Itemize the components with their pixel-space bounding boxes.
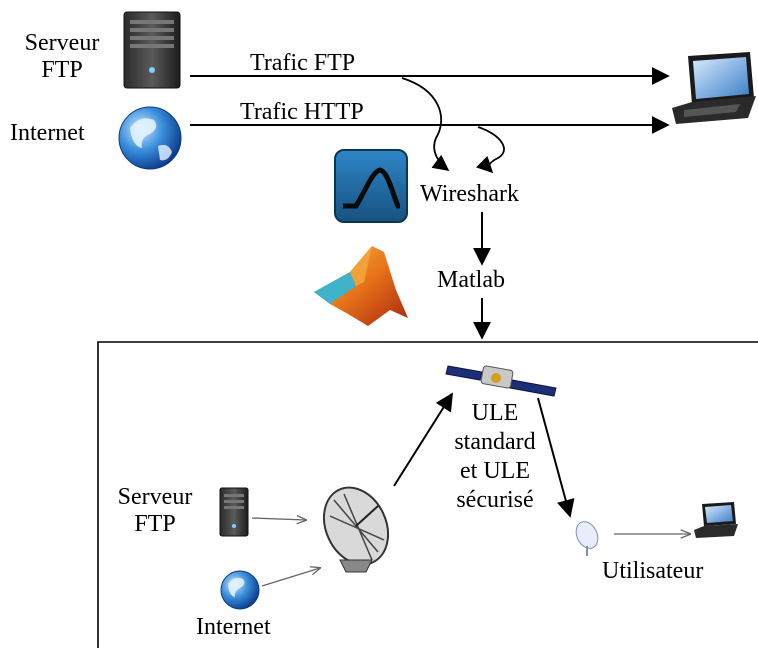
- internet-label-top: Internet: [10, 120, 85, 146]
- internet-to-dish-arrow: [261, 568, 320, 587]
- satellite-dish-icon: [322, 486, 390, 573]
- ftp-server-label-line2: FTP: [41, 57, 83, 83]
- ftp-to-dish-arrow: [251, 518, 306, 520]
- user-label: Utilisateur: [602, 558, 704, 584]
- ftp-server-label-bottom: Serveur FTP: [105, 484, 205, 538]
- laptop-icon: [672, 52, 756, 124]
- satellite-icon: [445, 365, 557, 397]
- ftp-server-label-line2: FTP: [134, 511, 176, 537]
- ftp-server-label-top: Serveur FTP: [12, 30, 112, 84]
- matlab-label: Matlab: [437, 267, 505, 293]
- wireshark-label: Wireshark: [420, 181, 519, 207]
- ftp-traffic-label: Trafic FTP: [250, 50, 356, 76]
- satellite-label: ULE standard et ULE sécurisé: [440, 399, 550, 515]
- ftp-capture-arrow: [401, 77, 450, 171]
- downlink-arrow: [537, 397, 575, 518]
- globe-icon: [118, 106, 182, 170]
- internet-label-bottom: Internet: [196, 614, 271, 640]
- wireshark-fin-icon: [334, 149, 408, 223]
- satellite-label-line: sécurisé: [456, 487, 534, 513]
- matlab-membrane-icon: [314, 246, 408, 326]
- globe-icon: [220, 570, 260, 610]
- satellite-label-line: standard: [454, 429, 536, 455]
- server-tower-icon: [123, 11, 181, 89]
- laptop-icon: [694, 502, 738, 538]
- ftp-server-label-line1: Serveur: [24, 30, 100, 56]
- satellite-label-line: et ULE: [460, 458, 530, 484]
- satellite-label-line: ULE: [471, 400, 519, 426]
- uplink-arrow: [393, 392, 453, 487]
- satellite-dish-icon: [575, 521, 599, 556]
- server-tower-icon: [219, 487, 249, 537]
- http-capture-arrow: [475, 126, 505, 174]
- system-frame: [97, 341, 758, 648]
- ftp-server-label-line1: Serveur: [117, 484, 193, 510]
- http-traffic-label: Trafic HTTP: [240, 99, 364, 125]
